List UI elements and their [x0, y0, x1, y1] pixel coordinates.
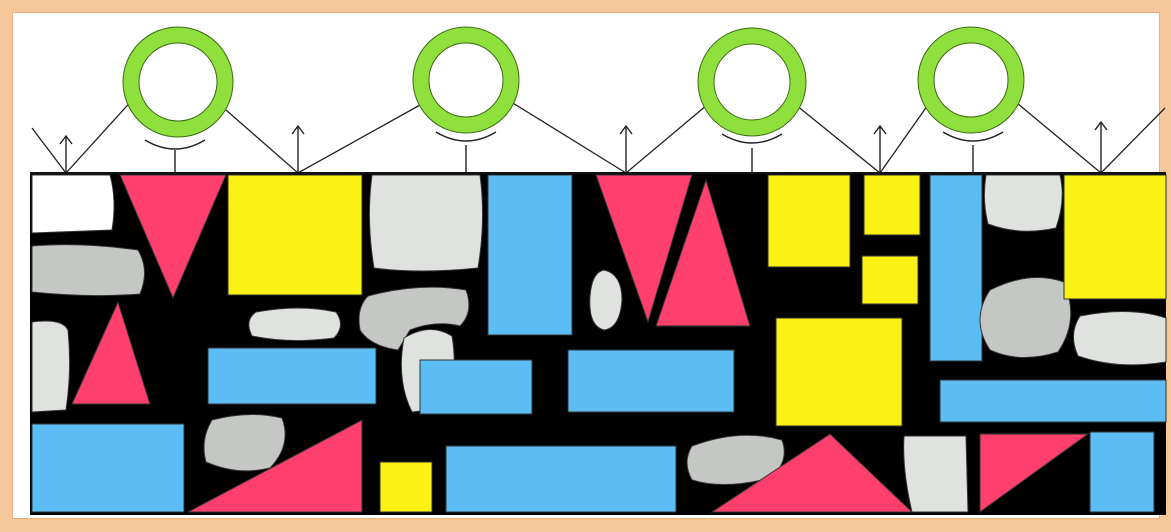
light-stone	[904, 436, 968, 512]
white-block	[32, 175, 114, 233]
gray-stone	[980, 278, 1071, 358]
suspension-line	[32, 97, 135, 173]
suspension-line	[508, 100, 707, 173]
up-arrow-icon	[292, 126, 304, 173]
up-arrows	[60, 122, 1107, 173]
blue-block	[568, 350, 734, 412]
ring-support	[722, 134, 782, 173]
suspension-line	[796, 102, 930, 173]
blue-block	[930, 175, 982, 361]
yellow-block	[776, 318, 902, 426]
up-arrow-icon	[620, 126, 632, 173]
light-stone	[1073, 311, 1166, 364]
ring-support	[436, 132, 496, 173]
ring-support	[145, 140, 205, 173]
blue-block	[32, 424, 184, 512]
light-stone	[590, 270, 622, 330]
suspension-line	[1017, 103, 1165, 173]
blue-block	[1090, 432, 1154, 512]
blue-block	[446, 446, 676, 512]
yellow-block	[1064, 175, 1166, 299]
ring-outlines	[123, 27, 1024, 137]
yellow-block	[768, 175, 850, 267]
blue-block	[488, 175, 572, 335]
yellow-block	[228, 175, 362, 295]
ring-icon	[131, 35, 225, 129]
blue-block	[940, 380, 1166, 422]
blue-block	[208, 348, 376, 404]
rings	[131, 35, 1016, 129]
light-stone	[32, 321, 70, 412]
suspension-line	[226, 105, 420, 173]
yellow-block	[380, 462, 432, 512]
blue-block	[420, 360, 532, 414]
ring-icon	[926, 35, 1016, 125]
ring-support	[943, 132, 1003, 173]
ring-icon	[706, 36, 798, 128]
ring-icon	[421, 35, 511, 125]
gray-stone	[204, 414, 285, 470]
light-stone	[369, 175, 482, 271]
yellow-block	[862, 256, 918, 304]
up-arrow-icon	[1095, 122, 1107, 173]
light-stone	[984, 175, 1062, 231]
yellow-block	[864, 175, 920, 235]
light-stone	[249, 308, 341, 341]
gray-stone	[32, 245, 145, 296]
